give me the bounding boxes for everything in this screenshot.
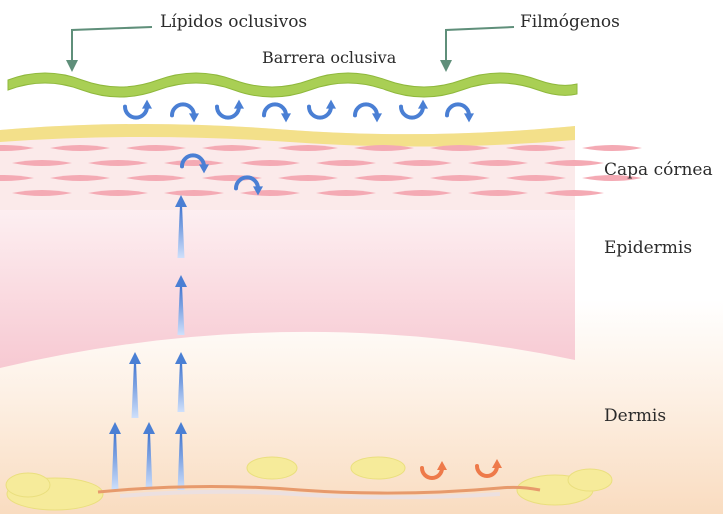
corneocyte	[582, 145, 642, 151]
loop-arrowhead	[464, 113, 474, 122]
loop-arrowhead	[142, 100, 152, 109]
loop-arrowhead	[281, 113, 291, 122]
loop-arrowhead	[372, 113, 382, 122]
loop-arrowhead	[189, 113, 199, 122]
occlusive-barrier	[8, 73, 577, 97]
label-barrera-oclusiva: Barrera oclusiva	[262, 48, 396, 68]
label-epidermis: Epidermis	[604, 238, 692, 258]
label-filmogenos: Filmógenos	[520, 12, 620, 32]
evaporation-loop-arrows	[125, 100, 474, 123]
label-dermis: Dermis	[604, 406, 666, 426]
loop-arrowhead	[418, 100, 428, 109]
loop-arrowhead	[326, 100, 336, 109]
label-lipidos-oclusivos: Lípidos oclusivos	[160, 12, 307, 32]
label-capa-cornea: Capa córnea	[604, 160, 713, 180]
loop-arrowhead	[234, 100, 244, 109]
